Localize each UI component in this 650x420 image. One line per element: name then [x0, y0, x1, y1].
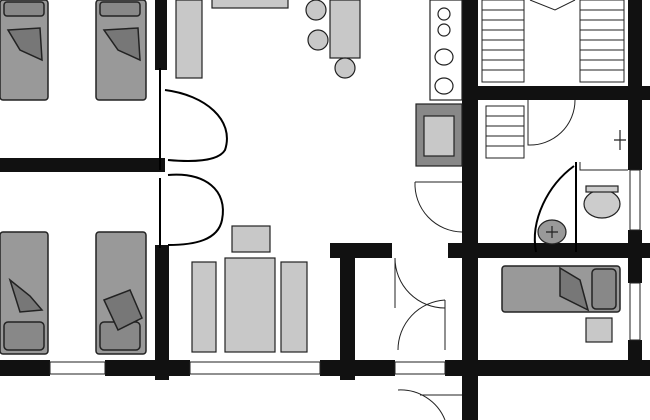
chair-icon [305, 0, 327, 21]
window [49, 361, 106, 375]
windows [49, 169, 641, 375]
drain [546, 226, 558, 238]
window [394, 361, 446, 375]
door-swing-icon [533, 162, 577, 253]
bed-icon [0, 0, 49, 101]
wall [628, 258, 642, 283]
window [189, 361, 321, 375]
bed-icon [501, 265, 621, 313]
partition [579, 162, 628, 171]
bed-icon [0, 231, 49, 355]
door-swing-icon [159, 68, 228, 170]
wall [0, 158, 165, 172]
window [629, 282, 641, 341]
wall [0, 360, 50, 376]
wall [155, 0, 167, 70]
table-icon [224, 257, 276, 353]
chair-icon [334, 57, 356, 79]
wall [575, 86, 650, 100]
stool [231, 225, 271, 253]
nightstand [585, 317, 613, 343]
stairs [481, 0, 625, 159]
wall [320, 360, 395, 376]
door-swing-icon [397, 389, 462, 420]
shelf [211, 0, 289, 9]
burner [437, 7, 451, 21]
wall [330, 243, 392, 258]
wall [105, 360, 190, 376]
bed-icon [95, 231, 147, 355]
chair-icon [280, 261, 308, 353]
wall [462, 0, 478, 420]
furniture [175, 0, 613, 353]
stairs-icon [485, 105, 525, 159]
toilet-tank [585, 185, 619, 193]
kitchen-counter [429, 0, 463, 101]
door-swing-icon [159, 173, 224, 248]
toilet-icon [583, 189, 621, 219]
sink [434, 77, 454, 95]
wall [155, 245, 169, 380]
stairs-icon [579, 0, 625, 83]
sink [434, 48, 454, 66]
stair-arrow [529, 0, 576, 11]
wall [628, 100, 642, 170]
window [629, 169, 641, 231]
door-swing-icon [397, 299, 446, 351]
burner [437, 23, 451, 37]
cabinet [175, 0, 203, 79]
wall [628, 340, 642, 370]
hand-drawn-doors [159, 68, 577, 253]
wall [445, 360, 650, 376]
doors [394, 99, 628, 420]
door-swing-icon [394, 257, 446, 309]
door-swing-icon [414, 181, 463, 233]
chair-icon [191, 261, 217, 353]
wall [448, 243, 650, 258]
chair-icon [307, 29, 329, 51]
beds [0, 0, 621, 355]
stove-top [423, 115, 455, 157]
wall [628, 230, 642, 255]
wall [628, 0, 642, 90]
bed-icon [95, 0, 147, 101]
door-swing-icon [527, 99, 576, 146]
shower-head [614, 130, 626, 150]
wall [340, 243, 355, 380]
bathroom [537, 130, 626, 245]
stairs-icon [481, 0, 525, 83]
table-icon [329, 0, 361, 59]
counter [429, 0, 463, 101]
